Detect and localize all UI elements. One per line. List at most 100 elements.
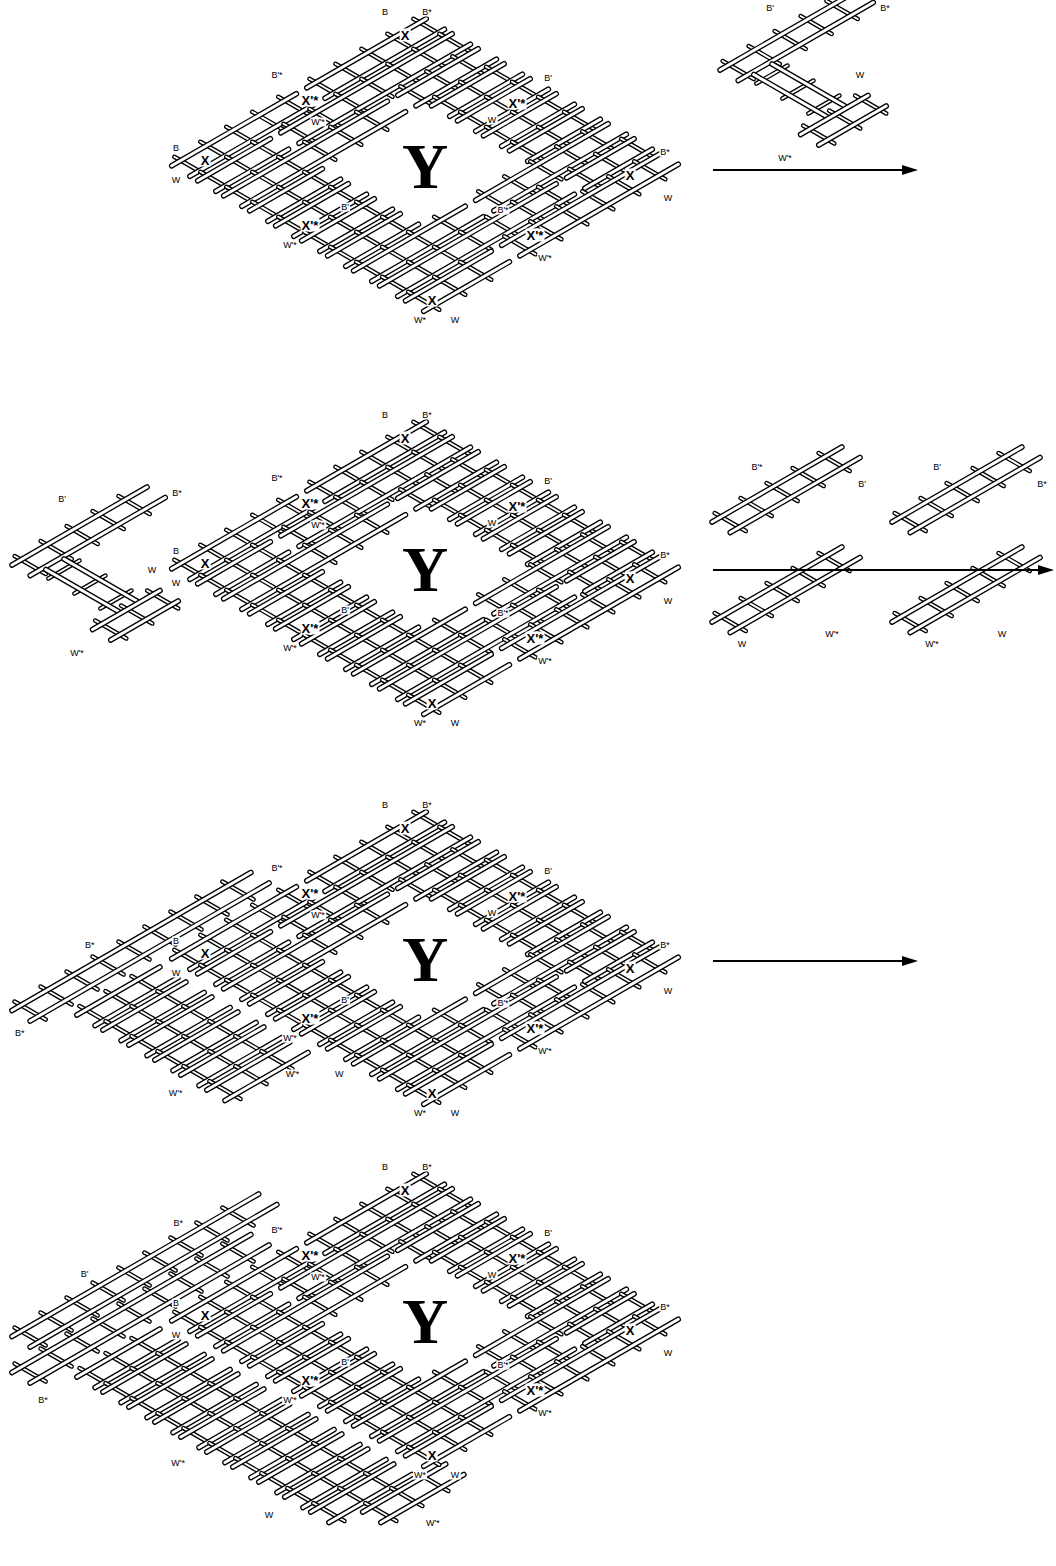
tile-label: X (400, 822, 411, 835)
lattice-square (502, 154, 679, 256)
sticky-end-label: W'* (537, 1047, 553, 1056)
helix-fill (712, 547, 842, 622)
helix-outline (155, 1374, 238, 1422)
helix-outline (299, 44, 470, 143)
sticky-end-label: W (487, 909, 498, 918)
helix-fill (299, 837, 470, 936)
helix-outline (30, 498, 165, 576)
sticky-end-label: W (855, 71, 866, 80)
sticky-end-label: B* (659, 941, 671, 950)
sticky-end-label: B* (659, 551, 671, 560)
helix-outline (277, 1445, 360, 1493)
sticky-end-label: B' (57, 495, 67, 504)
arrow-head (902, 956, 918, 966)
helix-fill (329, 1475, 412, 1523)
helix-outline (121, 993, 204, 1041)
helix-fill (380, 1339, 557, 1441)
tile-label: X'* (526, 632, 545, 645)
helix-outline (311, 1464, 394, 1512)
sticky-end-label: W (663, 597, 674, 606)
helix-fill (299, 447, 470, 546)
helix-outline (520, 567, 678, 659)
helix-fill (720, 0, 855, 70)
helix-outline (494, 1289, 627, 1366)
helix-fill (380, 977, 557, 1079)
helix-fill (372, 620, 484, 685)
helix-fill (325, 432, 445, 501)
lattice-square (224, 894, 406, 999)
helix-fill (225, 1415, 308, 1463)
helix-fill (325, 822, 445, 891)
tile-label: X'* (508, 1252, 527, 1265)
sticky-end-label: W (997, 630, 1008, 639)
helix-fill (398, 194, 575, 296)
helix-fill (363, 1464, 446, 1512)
helix-fill (111, 601, 179, 640)
helix-fill (502, 1309, 660, 1401)
helix-fill (259, 1434, 342, 1482)
sticky-end-label: B* (84, 940, 96, 949)
helix-outline (299, 837, 470, 936)
helix-fill (64, 559, 137, 601)
helix-fill (281, 34, 452, 133)
lattice-square (224, 1256, 406, 1361)
helix-outline (281, 1189, 452, 1288)
helix-outline (502, 947, 660, 1039)
tile-group (12, 0, 1040, 1523)
tile-label: X'* (526, 229, 545, 242)
sticky-end-label: B' (857, 480, 867, 489)
sticky-end-label: W (450, 719, 461, 728)
sticky-end-label: B* (879, 3, 891, 12)
helix-fill (103, 1344, 186, 1392)
helix-fill (910, 558, 1040, 633)
dx-tile (892, 547, 1040, 633)
lattice-square (172, 1249, 315, 1332)
process-arrow (713, 169, 906, 171)
tile-label: X'* (508, 97, 527, 110)
helix-outline (398, 597, 575, 699)
tile-label: X'* (301, 887, 320, 900)
lattice-square (224, 504, 406, 609)
helix-outline (93, 591, 161, 630)
lattice-cavity-label: Y (401, 928, 449, 992)
helix-fill (121, 1355, 204, 1403)
sticky-end-label: B* (14, 1029, 26, 1038)
helix-outline (299, 1199, 470, 1298)
sticky-end-label: W'* (310, 1273, 326, 1282)
sticky-end-label: W (450, 1109, 461, 1118)
lattice-square (476, 1279, 627, 1366)
sticky-end-label: W'* (537, 1409, 553, 1418)
helix-fill (281, 437, 452, 536)
helix-fill (910, 458, 1040, 533)
helix-outline (712, 447, 842, 522)
helix-outline (325, 822, 445, 891)
helix-outline (64, 559, 137, 601)
incoming-tile (93, 591, 179, 641)
sticky-end-label: B'* (270, 71, 283, 80)
tile-label: X'* (301, 219, 320, 232)
attached-tile (363, 1464, 464, 1523)
sticky-end-label: W'* (170, 1458, 186, 1467)
tile-label: X (427, 294, 438, 307)
helix-outline (147, 1008, 230, 1056)
helix-fill (147, 1370, 230, 1418)
helix-fill (730, 458, 860, 533)
helix-fill (424, 665, 510, 715)
helix-outline (380, 1339, 557, 1441)
sticky-end-label: W (663, 1349, 674, 1358)
helix-fill (398, 597, 575, 699)
tile-label: X (400, 1184, 411, 1197)
helix-fill (12, 487, 147, 565)
sticky-end-label: B (172, 937, 180, 946)
sticky-end-label: W* (413, 1109, 427, 1118)
process-arrow (713, 960, 906, 962)
helix-outline (380, 184, 557, 286)
helix-fill (93, 591, 161, 630)
helix-fill (406, 1406, 492, 1456)
helix-outline (398, 987, 575, 1089)
sticky-end-label: W'* (310, 521, 326, 530)
lattice-square (406, 654, 510, 714)
sticky-end-label: W* (413, 1471, 427, 1480)
helix-fill (398, 1349, 575, 1451)
helix-fill (199, 1400, 282, 1448)
